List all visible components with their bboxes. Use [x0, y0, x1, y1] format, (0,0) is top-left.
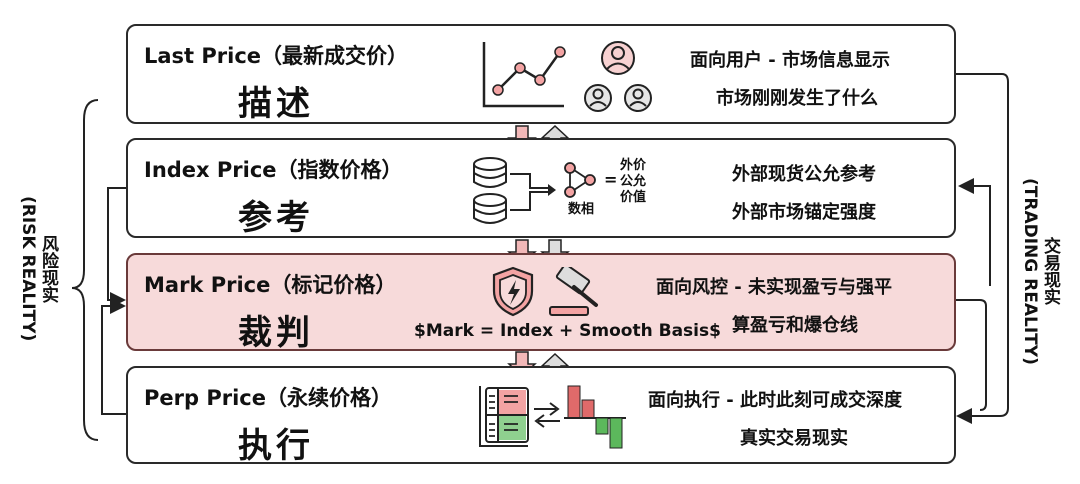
- side-left-cn: 风险现实: [38, 234, 58, 303]
- shield-icon: [490, 265, 536, 321]
- layer-index-price: Index Price（指数价格） 参考 数相 = 外价 公允 价值 外部现货公…: [126, 138, 956, 238]
- layer-verb: 裁判: [238, 313, 314, 353]
- layer-desc-1: 面向风控 - 未实现盈亏与强平: [656, 277, 893, 298]
- index-icon-label-right: 外价 公允 价值: [620, 158, 646, 206]
- line-chart-icon: [478, 40, 568, 114]
- right-route-to-index: [958, 178, 991, 286]
- gavel-icon: [544, 263, 606, 323]
- right-route-mark: [956, 299, 987, 411]
- layer-desc-2: 市场刚刚发生了什么: [716, 88, 878, 109]
- layer-verb: 参考: [238, 198, 314, 238]
- depth-bars-icon: [564, 382, 630, 456]
- network-node-icon: [560, 160, 600, 204]
- layer-verb: 描述: [238, 84, 314, 124]
- label-right-2: 公允: [620, 174, 647, 189]
- layer-desc-2: 真实交易现实: [740, 428, 848, 449]
- layer-title: Last Price（最新成交价）: [144, 44, 409, 68]
- layer-last-price: Last Price（最新成交价） 描述 面向用户 - 市场信息显示 市场刚刚发…: [126, 24, 956, 124]
- label-right-1: 外价: [620, 158, 647, 173]
- label-right-3: 价值: [620, 190, 647, 205]
- layer-mark-price: Mark Price（标记价格） 裁判 $Mark = Index + Smoo…: [126, 253, 956, 353]
- left-route-perp-to-mark: [101, 298, 126, 415]
- layer-desc-2: 外部市场锚定强度: [732, 202, 876, 223]
- layer-desc-2: 算盈亏和爆仓线: [732, 315, 858, 336]
- left-route-index-to-mark: [107, 187, 126, 308]
- layer-title: Index Price（指数价格）: [144, 158, 403, 182]
- side-left-en: (RISK REALITY): [18, 196, 38, 342]
- left-bracket: [71, 99, 99, 441]
- index-icon-eq: =: [604, 170, 618, 189]
- side-right-cn: 交易现实: [1040, 237, 1060, 306]
- layer-desc-1: 面向用户 - 市场信息显示: [690, 50, 891, 71]
- layer-verb: 执行: [238, 426, 314, 466]
- layer-title: Mark Price（标记价格）: [144, 273, 397, 297]
- mark-formula: $Mark = Index + Smooth Basis$: [414, 321, 721, 341]
- users-icon: [578, 38, 658, 120]
- swap-arrows-icon: [532, 400, 562, 434]
- order-book-icon: [474, 382, 534, 456]
- layer-perp-price: Perp Price（永续价格） 执行 面向执行 - 此时此刻可成交深度 真实交…: [126, 366, 956, 466]
- right-bracket: [956, 73, 1009, 424]
- side-right-en: (TRADING REALITY): [1020, 178, 1040, 365]
- index-icon-label-left: 数相: [568, 202, 595, 217]
- layer-desc-1: 外部现货公允参考: [732, 164, 876, 185]
- layer-desc-1: 面向执行 - 此时此刻可成交深度: [648, 390, 903, 411]
- side-left-label: 风险现实(RISK REALITY): [18, 196, 58, 341]
- database-icon: [472, 154, 562, 232]
- side-right-label: 交易现实(TRADING REALITY): [1020, 178, 1060, 365]
- layer-title: Perp Price（永续价格）: [144, 386, 392, 410]
